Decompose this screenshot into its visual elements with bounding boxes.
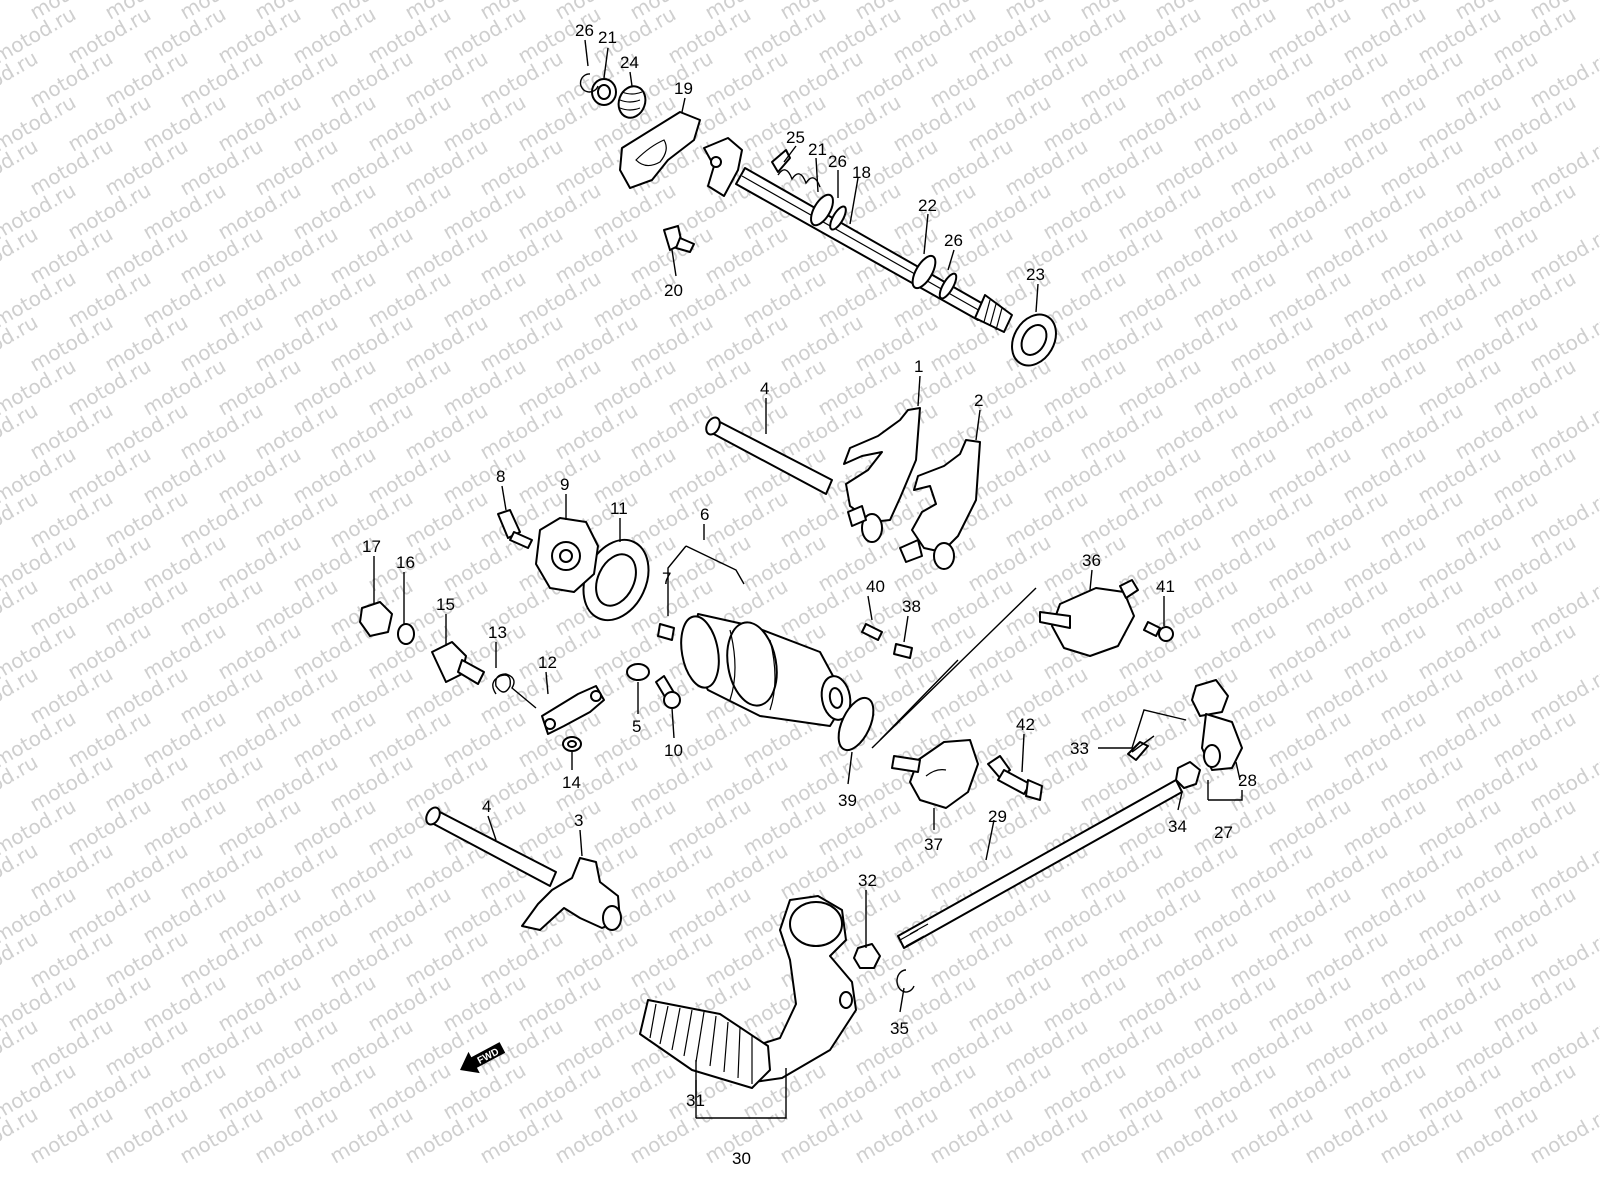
callout-21: 21 xyxy=(808,140,827,159)
nut-34 xyxy=(1175,761,1201,789)
stopper-plate xyxy=(541,685,605,735)
watermark-text: motod.ru xyxy=(1526,1102,1600,1169)
callout-41: 41 xyxy=(1156,577,1175,596)
pin-40 xyxy=(861,623,883,641)
callout-4: 4 xyxy=(482,797,491,816)
neutral-switch-37 xyxy=(891,739,979,809)
callout-4: 4 xyxy=(760,379,769,398)
callout-32: 32 xyxy=(858,871,877,890)
washer-16 xyxy=(397,623,415,645)
bolt-33 xyxy=(1127,735,1155,761)
callout-33: 33 xyxy=(1070,739,1089,758)
nut-32 xyxy=(853,943,881,969)
callout-10: 10 xyxy=(664,741,683,760)
bearing xyxy=(582,538,650,622)
callout-21: 21 xyxy=(598,28,617,47)
shift-fork-2 xyxy=(899,439,981,570)
shift-fork-rod-lower xyxy=(425,806,557,887)
callout-16: 16 xyxy=(396,553,415,572)
callout-18: 18 xyxy=(852,163,871,182)
callout-29: 29 xyxy=(988,807,1007,826)
stopper-spring xyxy=(492,673,537,709)
callout-19: 19 xyxy=(674,79,693,98)
callout-34: 34 xyxy=(1168,817,1187,836)
washer-14 xyxy=(562,736,582,752)
callout-14: 14 xyxy=(562,773,581,792)
callout-40: 40 xyxy=(866,577,885,596)
callout-9: 9 xyxy=(560,475,569,494)
callout-numbers: 26 21 24 19 25 21 26 18 22 26 23 20 1 2 … xyxy=(362,21,1257,1168)
circlip-35 xyxy=(896,969,915,993)
cam-pin-8 xyxy=(497,509,533,549)
callout-28: 28 xyxy=(1238,771,1257,790)
callout-17: 17 xyxy=(362,537,381,556)
callout-37: 37 xyxy=(924,835,943,854)
callout-15: 15 xyxy=(436,595,455,614)
callout-7: 7 xyxy=(662,569,671,588)
callout-2: 2 xyxy=(974,391,983,410)
gearshift-lever-30 xyxy=(719,895,857,1085)
bolt-15 xyxy=(431,641,485,685)
callout-20: 20 xyxy=(664,281,683,300)
callout-12: 12 xyxy=(538,653,557,672)
callout-36: 36 xyxy=(1082,551,1101,570)
callout-35: 35 xyxy=(890,1019,909,1038)
callout-26: 26 xyxy=(575,21,594,40)
shift-fork-3 xyxy=(521,857,622,931)
gearshift-link-arm-27 xyxy=(1191,679,1243,771)
callout-6: 6 xyxy=(700,505,709,524)
callout-30: 30 xyxy=(732,1149,751,1168)
pin-38 xyxy=(893,643,913,659)
callout-3: 3 xyxy=(574,811,583,830)
washer-5 xyxy=(626,663,650,681)
shift-fork-rod-upper xyxy=(705,416,833,495)
callout-27: 27 xyxy=(1214,823,1233,842)
callout-22: 22 xyxy=(918,196,937,215)
callout-24: 24 xyxy=(620,53,639,72)
shift-lever-rubber-31 xyxy=(639,999,771,1089)
bolt-42 xyxy=(987,755,1043,801)
callout-31: 31 xyxy=(686,1091,705,1110)
callout-39: 39 xyxy=(838,791,857,810)
callout-11: 11 xyxy=(610,499,628,518)
callout-5: 5 xyxy=(632,717,641,736)
leader-lines xyxy=(373,39,1243,1119)
callout-42: 42 xyxy=(1016,715,1035,734)
nut-17 xyxy=(359,601,393,637)
callout-8: 8 xyxy=(496,467,505,486)
callout-23: 23 xyxy=(1026,265,1045,284)
o-ring xyxy=(837,696,875,752)
gearshift-shaft-assembly xyxy=(579,73,1057,367)
shift-fork-1 xyxy=(843,407,921,543)
callout-26: 26 xyxy=(828,152,847,171)
gearshift-cam-pin xyxy=(657,623,675,641)
screw-41 xyxy=(1143,621,1174,642)
neutral-switch-cover-36 xyxy=(1039,579,1139,657)
callout-1: 1 xyxy=(914,357,923,376)
callout-38: 38 xyxy=(902,597,921,616)
cam-driven-gear xyxy=(535,517,599,593)
callout-13: 13 xyxy=(488,623,507,642)
callout-25: 25 xyxy=(786,128,805,147)
callout-26: 26 xyxy=(944,231,963,250)
gearshift-cam xyxy=(680,613,852,727)
